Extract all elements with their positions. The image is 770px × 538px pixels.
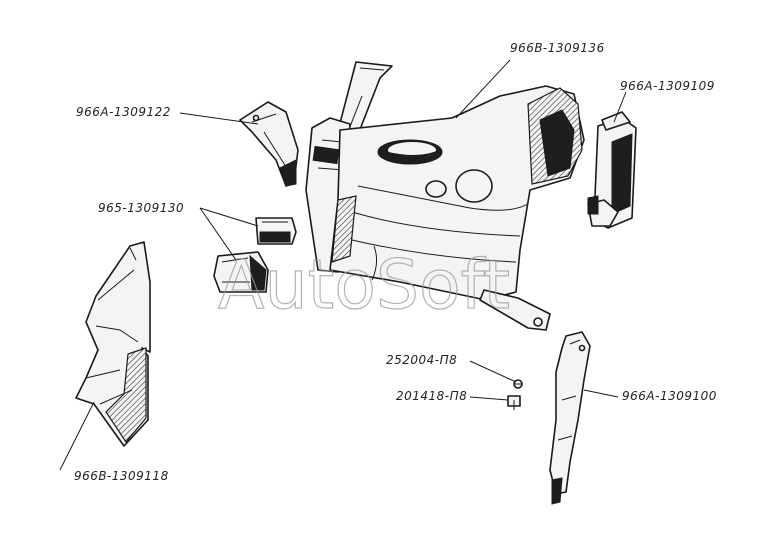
watermark-text: AutoSoft <box>218 246 510 325</box>
leader-lines <box>59 59 627 471</box>
label-strip-right: 966A-1309100 <box>622 389 717 403</box>
main-panel-part <box>305 61 585 331</box>
strip-right-part <box>549 331 591 505</box>
label-panel-main: 966B-1309136 <box>510 41 605 55</box>
label-cover-left: 966B-1309118 <box>74 469 169 483</box>
label-bolt: 252004-П8 <box>386 353 457 367</box>
bracket-right-top-part <box>587 111 637 229</box>
bracket-left-top-part <box>239 101 299 187</box>
label-bracket-left-top: 966A-1309122 <box>76 105 171 119</box>
bracket-pair-part <box>213 217 297 293</box>
cover-left-part <box>75 241 151 447</box>
label-bracket-right-top: 966A-1309109 <box>620 79 715 93</box>
label-washer: 201418-П8 <box>396 389 467 403</box>
washer-part <box>507 395 521 410</box>
label-bracket-pair: 965-1309130 <box>98 201 184 215</box>
